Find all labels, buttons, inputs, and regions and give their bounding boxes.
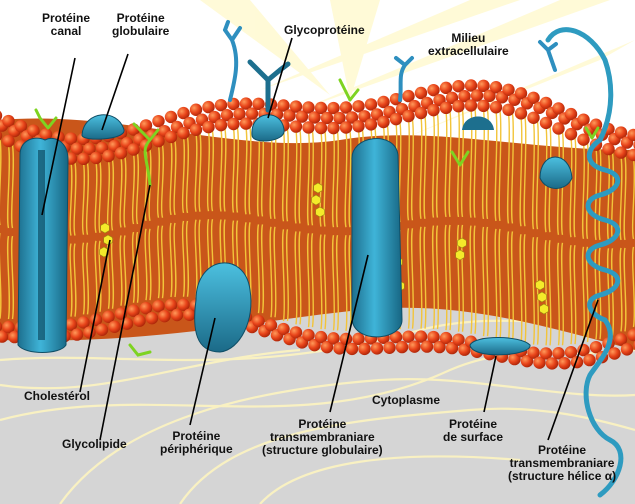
label-extracellular: Milieu extracellulaire: [428, 32, 509, 58]
label-line: globulaire: [112, 25, 169, 38]
lipid-head: [615, 146, 627, 158]
lipid-head: [302, 121, 314, 133]
lipid-head: [465, 99, 477, 111]
globular-protein-top-right: [462, 117, 494, 131]
lipid-head: [371, 342, 383, 354]
lipid-head: [340, 121, 352, 133]
surface-protein-shape: [470, 338, 530, 355]
lipid-head: [171, 309, 183, 321]
lipid-head: [565, 128, 577, 140]
lipid-head: [115, 147, 127, 159]
lipid-head: [552, 122, 564, 134]
label-line: Cholestérol: [24, 390, 90, 403]
lipid-head: [108, 321, 120, 333]
lipid-head: [215, 119, 227, 131]
transmembrane-globular-protein-shape: [352, 139, 402, 337]
lipid-head: [190, 124, 202, 136]
lipid-head: [102, 150, 114, 162]
lipid-head: [515, 107, 527, 119]
lipid-head: [415, 107, 427, 119]
lipid-head: [577, 133, 589, 145]
lipid-head: [290, 120, 302, 132]
lipid-head: [146, 312, 158, 324]
lipid-head: [490, 101, 502, 113]
lipid-head: [165, 131, 177, 143]
channel-protein-shape: [18, 138, 68, 352]
cholesterol-ring: [104, 235, 113, 245]
lipid-head: [558, 357, 570, 369]
label-line: extracellulaire: [428, 45, 509, 58]
lipid-head: [477, 100, 489, 112]
lipid-head: [365, 118, 377, 130]
lipid-head: [377, 116, 389, 128]
lipid-head: [240, 117, 252, 129]
cholesterol-ring: [456, 250, 465, 260]
cholesterol-ring: [314, 183, 323, 193]
label-channel-protein: Protéine canal: [42, 12, 90, 38]
lipid-head: [177, 127, 189, 139]
cholesterol-ring: [538, 292, 547, 302]
lipid-head: [502, 104, 514, 116]
cholesterol-ring: [312, 195, 321, 205]
lipid-head: [527, 112, 539, 124]
label-line: canal: [42, 25, 90, 38]
lipid-head: [327, 122, 339, 134]
label-peripheral-protein: Protéine périphérique: [160, 430, 233, 456]
label-globular-protein: Protéine globulaire: [112, 12, 169, 38]
cholesterol-ring: [536, 280, 545, 290]
label-line: (structure globulaire): [262, 444, 383, 457]
lipid-head: [315, 122, 327, 134]
lipid-head: [358, 343, 370, 355]
lipid-head: [2, 135, 14, 147]
lipid-head: [396, 341, 408, 353]
lipid-head: [90, 152, 102, 164]
lipid-head: [227, 118, 239, 130]
lipid-head: [202, 121, 214, 133]
lipid-head: [546, 357, 558, 369]
lipid-head: [621, 343, 633, 355]
label-transmembrane-globular: Protéine transmembraniare (structure glo…: [262, 418, 383, 457]
lipid-head: [352, 120, 364, 132]
label-cholesterol: Cholestérol: [24, 390, 90, 403]
lipid-head: [452, 100, 464, 112]
label-line: périphérique: [160, 443, 233, 456]
lipid-head: [77, 153, 89, 165]
label-line: Cytoplasme: [372, 394, 440, 407]
lipid-head: [540, 117, 552, 129]
lipid-head: [440, 102, 452, 114]
label-line: Glycoprotéine: [284, 24, 365, 37]
label-line: (structure hélice α): [508, 470, 616, 483]
label-line: de surface: [443, 431, 503, 444]
lipid-head: [602, 143, 614, 155]
lipid-head: [96, 324, 108, 336]
label-glycolipid: Glycolipide: [62, 438, 127, 451]
label-line: Glycolipide: [62, 438, 127, 451]
cholesterol-ring: [101, 223, 110, 233]
lipid-head: [71, 328, 83, 340]
lipid-head: [583, 354, 595, 366]
lipid-head: [158, 310, 170, 322]
lipid-head: [608, 347, 620, 359]
lipid-head: [83, 326, 95, 338]
cholesterol-ring: [540, 304, 549, 314]
lipid-head: [427, 104, 439, 116]
lipid-head: [402, 110, 414, 122]
cholesterol-ring: [458, 238, 467, 248]
label-surface-protein: Protéine de surface: [443, 418, 503, 444]
lipid-head: [390, 113, 402, 125]
cholesterol-ring: [316, 207, 325, 217]
label-transmembrane-helix: Protéine transmembraniare (structure hél…: [508, 444, 616, 483]
label-cytoplasm: Cytoplasme: [372, 394, 440, 407]
lipid-head: [133, 315, 145, 327]
lipid-head: [127, 143, 139, 155]
label-glycoprotein: Glycoprotéine: [284, 24, 365, 37]
lipid-head: [383, 342, 395, 354]
